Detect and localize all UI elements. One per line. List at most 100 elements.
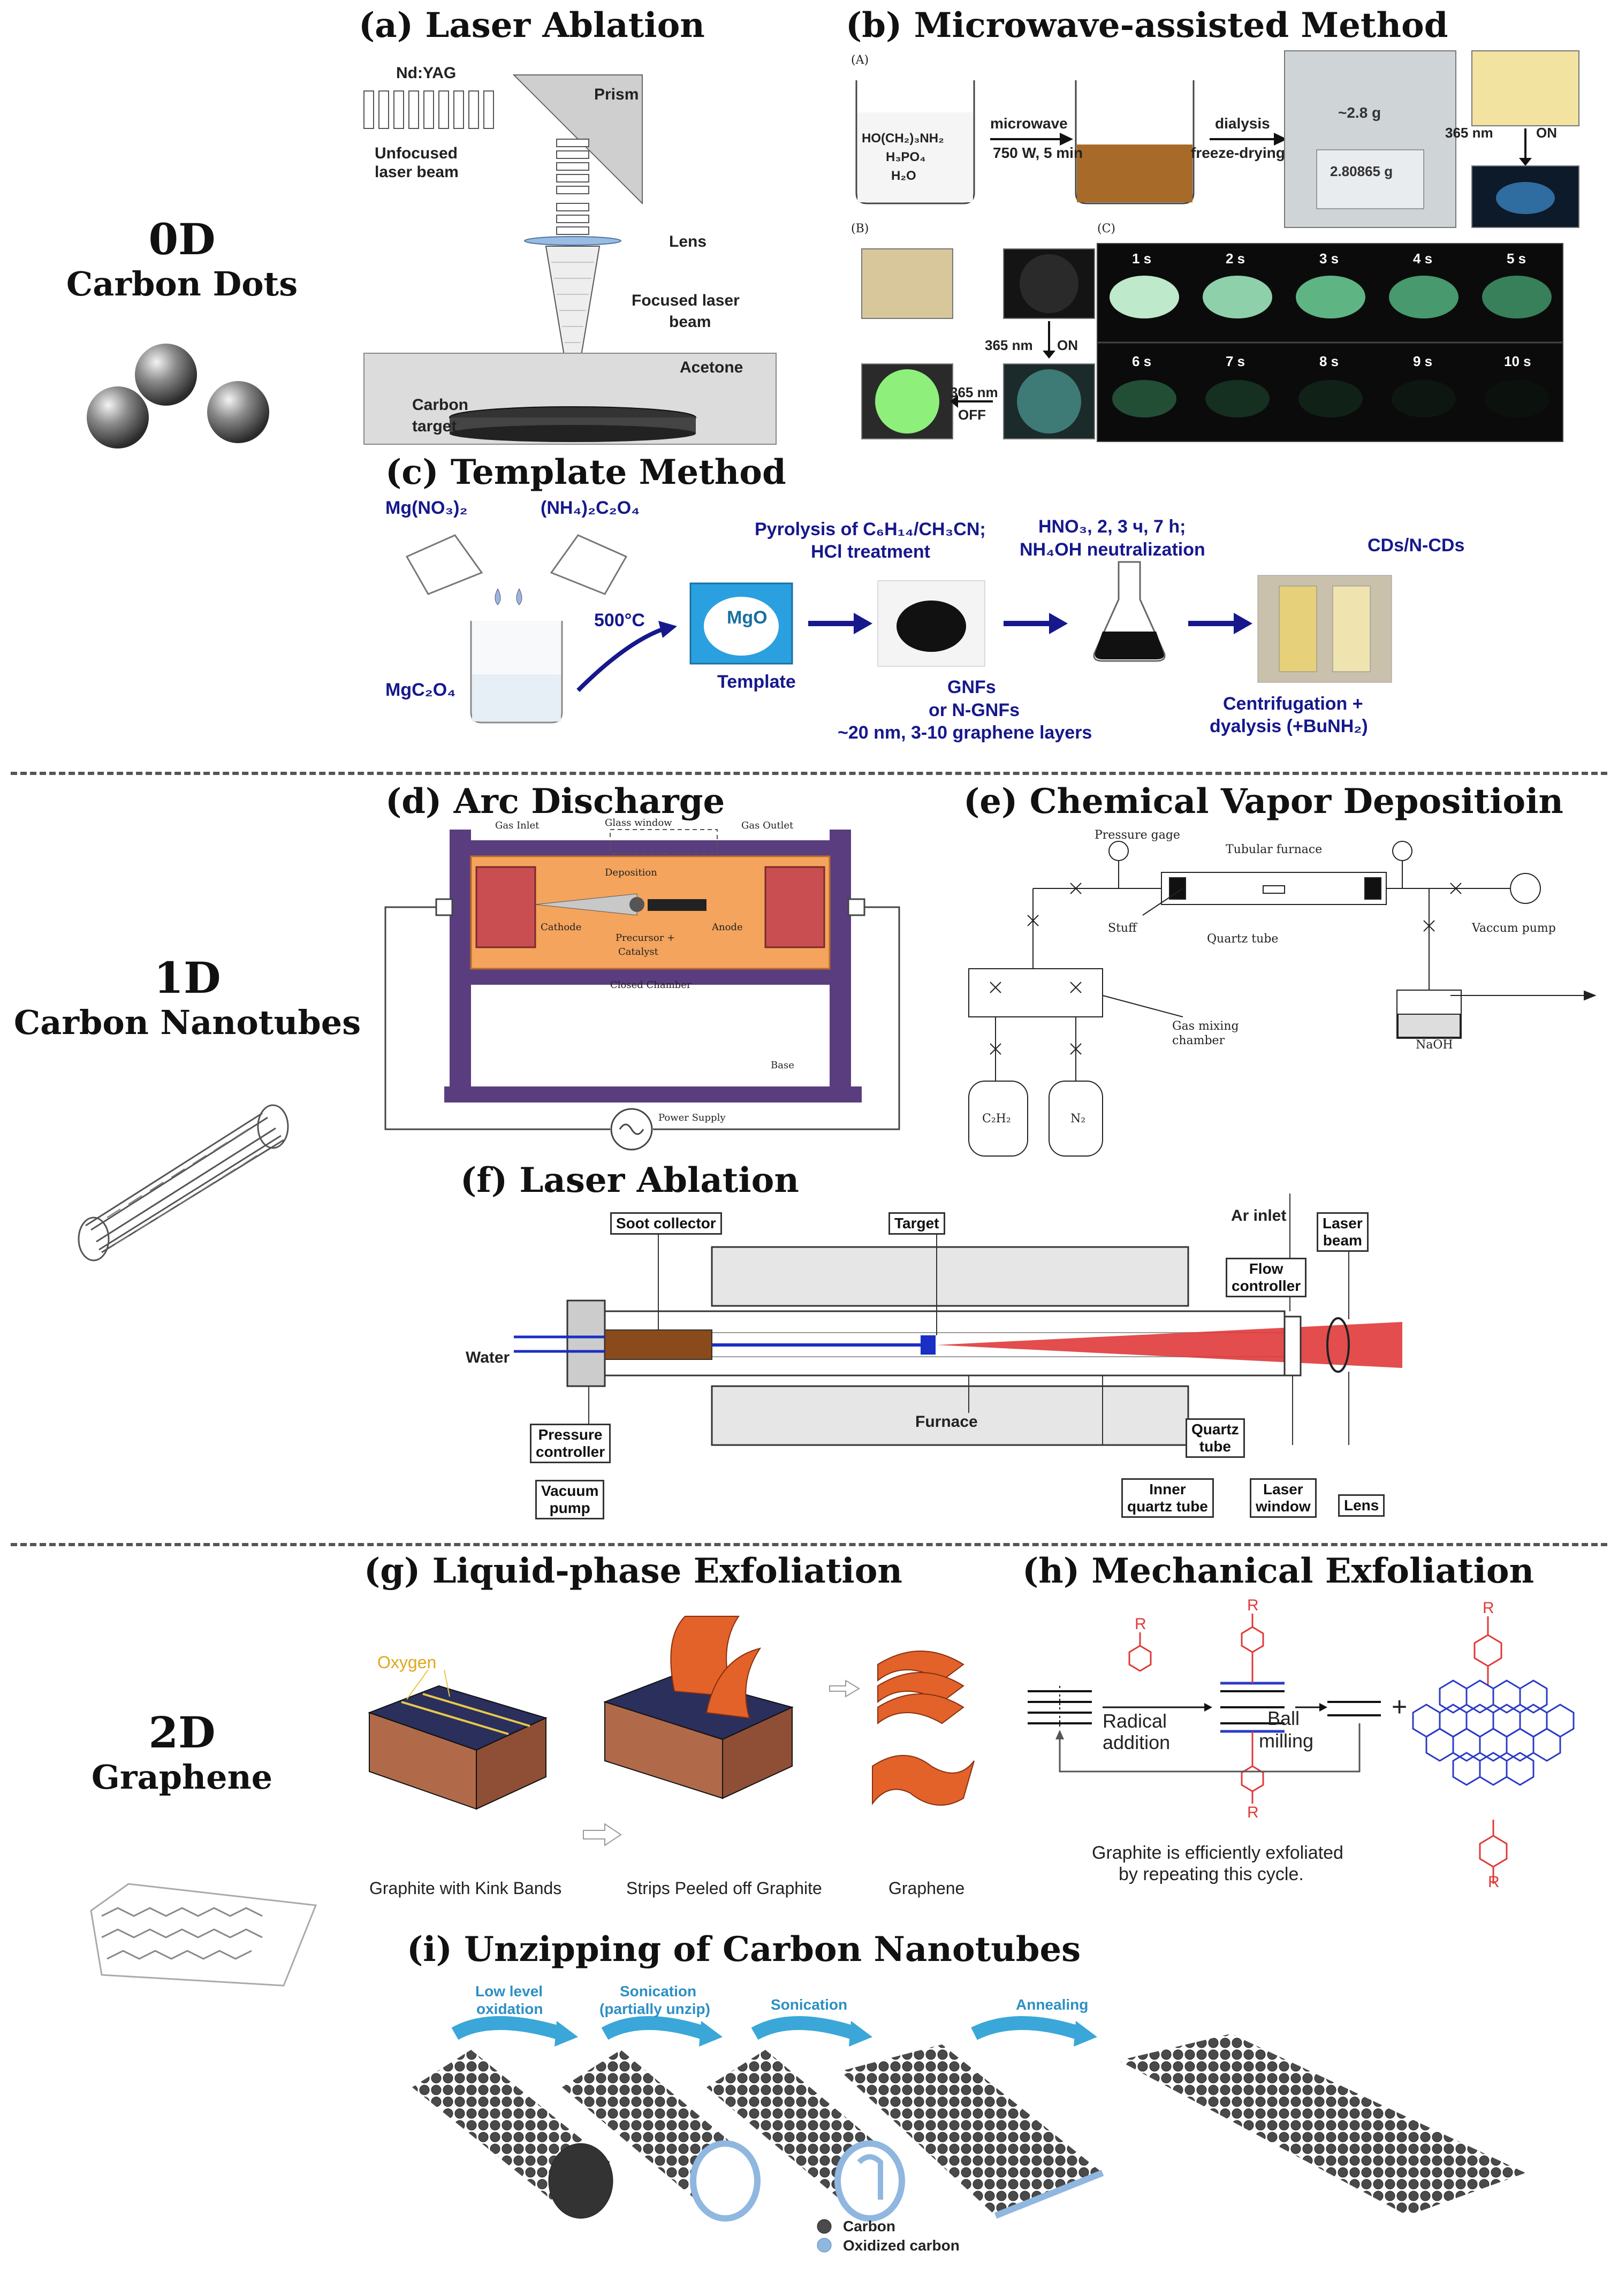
panel-b-sub-a: (A) — [851, 54, 869, 67]
label-pressure-controller-2: controller — [536, 1443, 605, 1460]
label-flow-controller-2: controller — [1232, 1278, 1301, 1294]
legend-carbon: Carbon — [843, 2218, 895, 2234]
time-label-5: 5 s — [1507, 250, 1526, 267]
label-target: Target — [888, 1212, 945, 1235]
category-0d-name: Carbon Dots — [66, 264, 298, 303]
label-inner-quartz-tube-2: quartz tube — [1127, 1498, 1208, 1515]
panel-a-title: (a) Laser Ablation — [359, 5, 705, 45]
time-label-2: 2 s — [1226, 250, 1245, 267]
label-hno3-2: NH₄OH neutralization — [1020, 539, 1205, 560]
label-inner-quartz-tube: Inner quartz tube — [1121, 1478, 1214, 1518]
label-c2h2: C₂H₂ — [982, 1112, 1011, 1126]
label-water: Water — [466, 1349, 510, 1366]
label-deposition: Deposition — [605, 867, 657, 878]
label-ball-2: milling — [1259, 1730, 1314, 1752]
time-label-4: 4 s — [1413, 250, 1433, 267]
category-2d-dim: 2D — [148, 1707, 216, 1758]
laser-ablation-diagram — [363, 74, 777, 445]
label-r-1: R — [1135, 1615, 1146, 1633]
label-ndyag: Nd:YAG — [396, 64, 457, 82]
label-conditions: 750 W, 5 min — [993, 145, 1083, 161]
label-furnace: Furnace — [915, 1413, 978, 1431]
label-flow-controller-1: Flow — [1249, 1260, 1283, 1277]
category-0d: 0D Carbon Dots — [32, 214, 332, 303]
mechanical-exfoliation-diagram — [1028, 1614, 1575, 1884]
category-1d-dim: 1D — [154, 953, 221, 1003]
carbon-dots-illustration — [87, 344, 269, 448]
label-tubular-furnace: Tubular furnace — [1226, 843, 1323, 856]
caption-graphene: Graphene — [888, 1879, 965, 1898]
label-quartz-tube: Quartz tube — [1207, 932, 1279, 946]
label-vaccum-pump: Vaccum pump — [1472, 922, 1556, 935]
label-gas-inlet: Gas Inlet — [495, 820, 540, 831]
label-hno3-1: HNO₃, 2, 3 ч, 7 h; — [1038, 516, 1186, 537]
carbon-dot-sphere — [87, 386, 149, 448]
category-1d: 1D Carbon Nanotubes — [11, 953, 364, 1042]
label-focused-1: Focused laser — [632, 292, 740, 309]
label-uv-365-bottom: 365 nm — [985, 337, 1033, 353]
label-step-3: Sonication — [771, 1996, 848, 2013]
label-step-1b: oxidation — [476, 2001, 543, 2017]
label-cycle-1: Graphite is efficiently exfoliated — [1092, 1843, 1343, 1863]
label-precursor-2: Catalyst — [618, 946, 658, 957]
time-label-8: 8 s — [1319, 353, 1339, 369]
label-r-4: R — [1483, 1599, 1494, 1617]
label-dialysis: dialysis — [1215, 115, 1270, 132]
panel-h-title: (h) Mechanical Exfoliation — [1022, 1551, 1535, 1591]
label-centrifugation-1: Centrifugation + — [1223, 694, 1363, 714]
label-lens-f: Lens — [1338, 1494, 1385, 1517]
label-acetone: Acetone — [680, 359, 743, 376]
label-n2: N₂ — [1070, 1112, 1086, 1126]
label-on-bottom: ON — [1057, 337, 1078, 353]
label-step-2a: Sonication — [620, 1983, 697, 2000]
label-pressure-controller: Pressure controller — [530, 1424, 611, 1463]
time-label-9: 9 s — [1413, 353, 1433, 369]
label-pyrolysis-2: HCl treatment — [811, 542, 930, 562]
label-carbon-1: Carbon — [412, 396, 468, 414]
label-uv-365-off: 365 nm — [950, 384, 998, 400]
label-ar-inlet: Ar inlet — [1231, 1207, 1287, 1225]
label-precursor-1: Precursor + — [616, 932, 675, 944]
label-template: Template — [717, 672, 796, 692]
template-method-scheme — [405, 534, 1392, 724]
panel-e-title: (e) Chemical Vapor Depositioin — [963, 781, 1563, 822]
label-gnfs-3: ~20 nm, 3-10 graphene layers — [838, 723, 1092, 743]
label-temperature: 500°C — [594, 610, 645, 630]
label-carbon-2: target — [412, 417, 457, 435]
label-on-top: ON — [1536, 125, 1557, 141]
label-mgo: MgO — [727, 607, 768, 628]
label-radical-2: addition — [1103, 1731, 1171, 1753]
label-mixing-1: Gas mixing — [1172, 1020, 1239, 1033]
label-centrifugation-2: dyalysis (+BuNH₂) — [1210, 716, 1368, 736]
divider-1d-2d — [11, 1543, 1607, 1546]
label-power-supply: Power Supply — [658, 1112, 726, 1123]
label-prism: Prism — [594, 86, 639, 103]
label-vacuum-pump-2: pump — [549, 1500, 590, 1516]
time-label-1: 1 s — [1132, 250, 1152, 267]
label-freeze-drying: freeze-drying — [1191, 145, 1285, 161]
time-label-10: 10 s — [1504, 353, 1531, 369]
legend-oxidized-carbon: Oxidized carbon — [843, 2237, 960, 2254]
label-r-2: R — [1247, 1596, 1259, 1614]
beaker-line-2: H₃PO₄ — [886, 150, 926, 164]
panel-i-title: (i) Unzipping of Carbon Nanotubes — [407, 1929, 1081, 1970]
beaker-line-3: H₂O — [891, 169, 916, 183]
panel-b-sub-c: (C) — [1097, 222, 1115, 235]
panel-b-sub-b: (B) — [851, 222, 869, 235]
laser-ablation-furnace-diagram — [514, 1193, 1402, 1446]
label-pressure-controller-1: Pressure — [538, 1426, 603, 1443]
label-mgc2o4: MgC₂O₄ — [385, 680, 456, 700]
divider-0d-1d — [11, 772, 1607, 775]
graphene-sheet-illustration — [90, 1883, 317, 1987]
label-lens: Lens — [669, 233, 707, 250]
label-inner-quartz-tube-1: Inner — [1149, 1481, 1186, 1497]
luminescence-photos — [861, 243, 1563, 442]
time-label-6: 6 s — [1132, 353, 1152, 369]
label-flow-controller: Flow controller — [1226, 1258, 1307, 1297]
label-pyrolysis-1: Pyrolysis of C₆H₁₄/CH₃CN; — [755, 519, 986, 539]
label-anode: Anode — [712, 922, 743, 933]
label-stuff: Stuff — [1108, 922, 1137, 935]
microwave-scheme — [855, 50, 1579, 228]
label-laser-beam-1: Laser — [1323, 1215, 1363, 1231]
label-unfocused-2: laser beam — [375, 163, 459, 181]
